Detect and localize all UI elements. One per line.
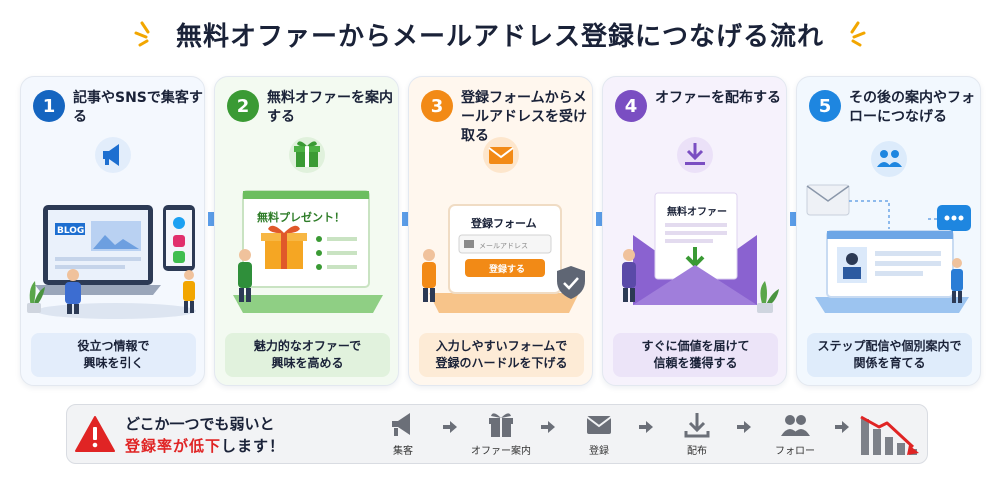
- step-caption-1: 役立つ情報で 興味を引く: [31, 333, 196, 377]
- flow-arrow-icon: [639, 421, 653, 433]
- warning-highlight: 登録率が低下: [125, 437, 221, 455]
- form-title: 登録フォーム: [470, 216, 537, 230]
- step-number-4: 4: [615, 90, 647, 122]
- step-illustration-5: [797, 135, 981, 325]
- mail-icon: [584, 411, 614, 439]
- flow-arrow-icon: [541, 421, 555, 433]
- step-number-5: 5: [809, 90, 841, 122]
- step-card-4: 4 オファーを配布する 無料オファー すぐに価値を届けて: [602, 76, 787, 386]
- step-title-2: 無料オファーを案内する: [267, 89, 397, 127]
- step-card-3: 3 登録フォームからメールアドレスを受け取る 登録フォーム メールアドレス 登録…: [408, 76, 593, 386]
- gift-icon: [289, 137, 325, 173]
- download-icon: [682, 411, 712, 439]
- warning-bar: どこか一つでも弱いと 登録率が低下します！ 集客 オファー案内 登録 配布 フォ…: [66, 404, 928, 464]
- blog-label: BLOG: [57, 226, 84, 236]
- step-caption-4: すぐに価値を届けて 信頼を獲得する: [613, 333, 778, 377]
- download-icon: [677, 137, 713, 173]
- step-title-1: 記事やSNSで集客する: [73, 89, 203, 127]
- flow-arrow-icon: [835, 421, 849, 433]
- flow-item-attract: 集客: [363, 411, 443, 459]
- email-input-placeholder: メールアドレス: [479, 242, 528, 250]
- warning-icon: [75, 415, 115, 453]
- spark-left-icon: [134, 19, 164, 49]
- flow-arrow-icon: [443, 421, 457, 433]
- warning-message: どこか一つでも弱いと 登録率が低下します！: [125, 413, 345, 457]
- step-card-5: 5 その後の案内やフォローにつなげる: [796, 76, 981, 386]
- users-icon: [871, 141, 907, 177]
- step-caption-5: ステップ配信や個別案内で 関係を育てる: [807, 333, 972, 377]
- step-card-2: 2 無料オファーを案内する 無料プレゼント！: [214, 76, 399, 386]
- step-caption-2: 魅力的なオファーで 興味を高める: [225, 333, 390, 377]
- step-illustration-4: 無料オファー: [603, 135, 787, 325]
- step-card-1: 1 記事やSNSで集客する BLOG: [20, 76, 205, 386]
- step-caption-3: 入力しやすいフォームで 登録のハードルを下げる: [419, 333, 584, 377]
- register-button-label: 登録する: [488, 263, 525, 275]
- page-title: 無料オファーからメールアドレス登録につなげる流れ: [176, 16, 824, 53]
- flow-item-follow: フォロー: [755, 411, 835, 459]
- step-number-2: 2: [227, 90, 259, 122]
- users-icon: [780, 411, 810, 439]
- flow-arrow-icon: [737, 421, 751, 433]
- step-number-1: 1: [33, 90, 65, 122]
- decline-chart-icon: [857, 411, 929, 459]
- step-illustration-2: 無料プレゼント！: [215, 135, 399, 325]
- mail-icon: [483, 137, 519, 173]
- step-title-4: オファーを配布する: [655, 89, 785, 108]
- megaphone-icon: [388, 411, 418, 439]
- title-row: 無料オファーからメールアドレス登録につなげる流れ: [0, 14, 1000, 54]
- spark-right-icon: [836, 19, 866, 49]
- free-offer-label: 無料オファー: [667, 205, 727, 218]
- step-title-5: その後の案内やフォローにつなげる: [849, 89, 979, 127]
- megaphone-icon: [95, 137, 131, 173]
- step-number-3: 3: [421, 90, 453, 122]
- flow-item-offer: オファー案内: [461, 411, 541, 459]
- step-illustration-3: 登録フォーム メールアドレス 登録する: [409, 135, 593, 325]
- steps-row: 1 記事やSNSで集客する BLOG: [20, 76, 980, 386]
- gift-icon: [486, 411, 516, 439]
- flow-item-distribute: 配布: [657, 411, 737, 459]
- flow-item-register: 登録: [559, 411, 639, 459]
- free-present-label: 無料プレゼント！: [257, 210, 345, 224]
- step-illustration-1: BLOG: [21, 135, 205, 325]
